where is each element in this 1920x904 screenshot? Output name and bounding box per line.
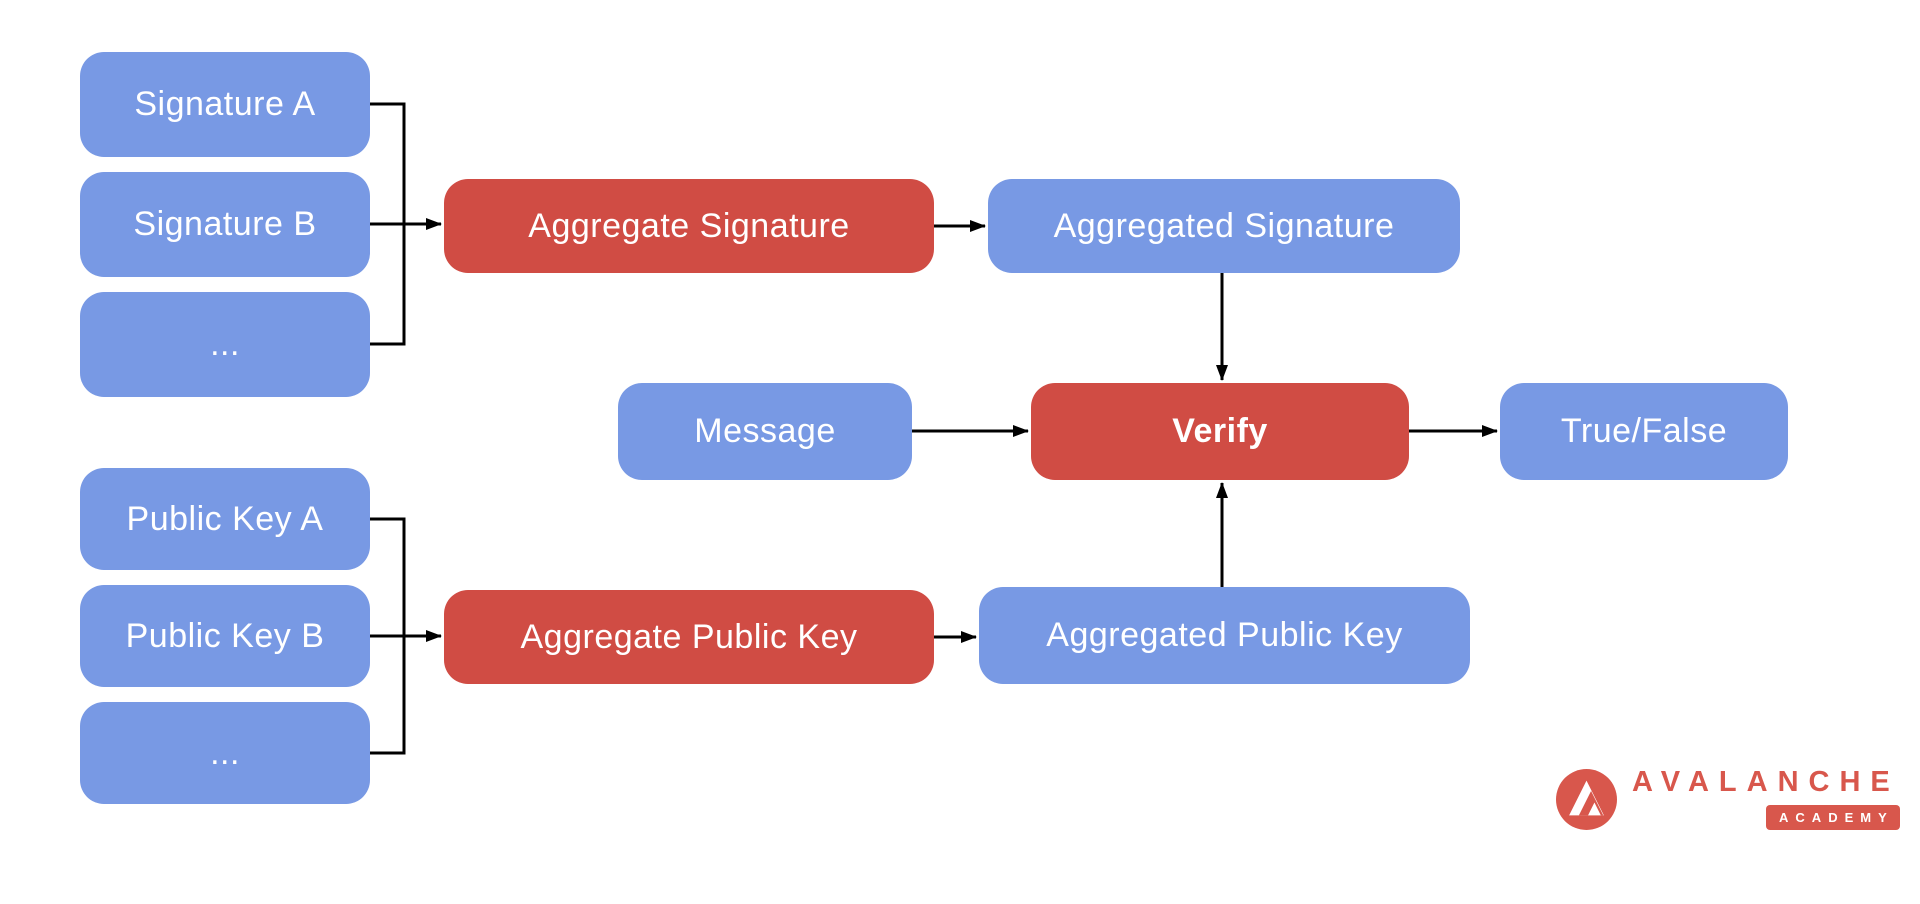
node-signature-b: Signature B xyxy=(80,172,370,277)
node-label: Signature A xyxy=(134,85,316,123)
node-label: Message xyxy=(694,412,836,450)
node-label: Signature B xyxy=(133,205,317,243)
logo-brand-text: AVALANCHE xyxy=(1632,766,1900,798)
node-message: Message xyxy=(618,383,912,480)
node-label: ... xyxy=(210,325,240,363)
node-signature-a: Signature A xyxy=(80,52,370,157)
node-aggregated-public-key: Aggregated Public Key xyxy=(979,587,1470,684)
node-verify: Verify xyxy=(1031,383,1409,480)
node-public-key-b: Public Key B xyxy=(80,585,370,687)
node-label: True/False xyxy=(1560,412,1728,450)
node-aggregated-signature: Aggregated Signature xyxy=(988,179,1460,273)
node-label: Verify xyxy=(1172,412,1268,450)
node-label: ... xyxy=(210,733,240,772)
avalanche-logo-icon xyxy=(1556,768,1617,830)
avalanche-academy-logo: AVALANCHE ACADEMY xyxy=(1556,768,1900,830)
logo-text: AVALANCHE ACADEMY xyxy=(1632,768,1900,830)
node-public-key-more: ... xyxy=(80,702,370,804)
node-label: Aggregate Signature xyxy=(528,206,850,245)
node-label: Public Key B xyxy=(125,616,325,655)
node-label: Public Key A xyxy=(126,499,324,538)
connector-publickeys-junction xyxy=(370,517,406,755)
connector-signatures-junction xyxy=(370,102,406,346)
node-true-false: True/False xyxy=(1500,383,1788,480)
node-public-key-a: Public Key A xyxy=(80,468,370,570)
node-label: Aggregated Signature xyxy=(1053,206,1395,245)
node-signature-more: ... xyxy=(80,292,370,397)
node-aggregate-public-key: Aggregate Public Key xyxy=(444,590,934,684)
logo-academy-badge: ACADEMY xyxy=(1766,805,1900,830)
node-label: Aggregated Public Key xyxy=(1046,616,1403,654)
node-label: Aggregate Public Key xyxy=(520,617,858,656)
node-aggregate-signature: Aggregate Signature xyxy=(444,179,934,273)
